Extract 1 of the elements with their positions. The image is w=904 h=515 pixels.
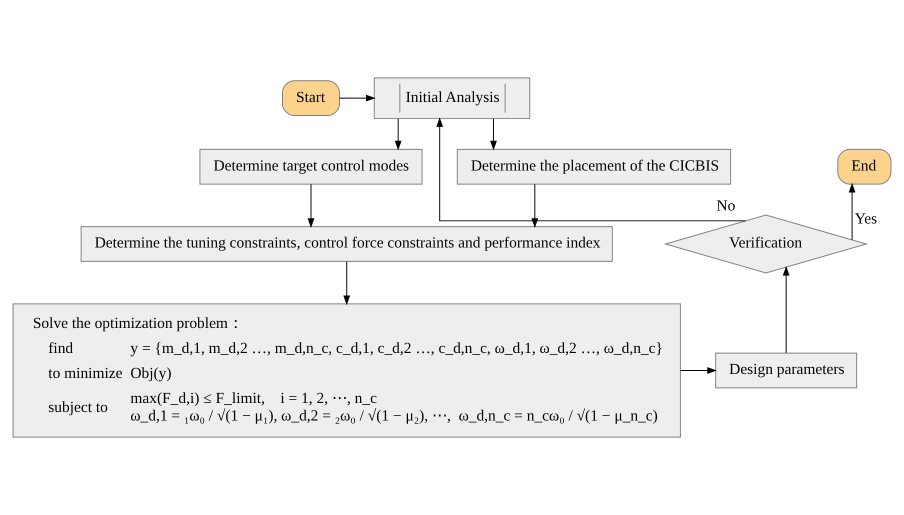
edge-label: No [716,198,736,215]
